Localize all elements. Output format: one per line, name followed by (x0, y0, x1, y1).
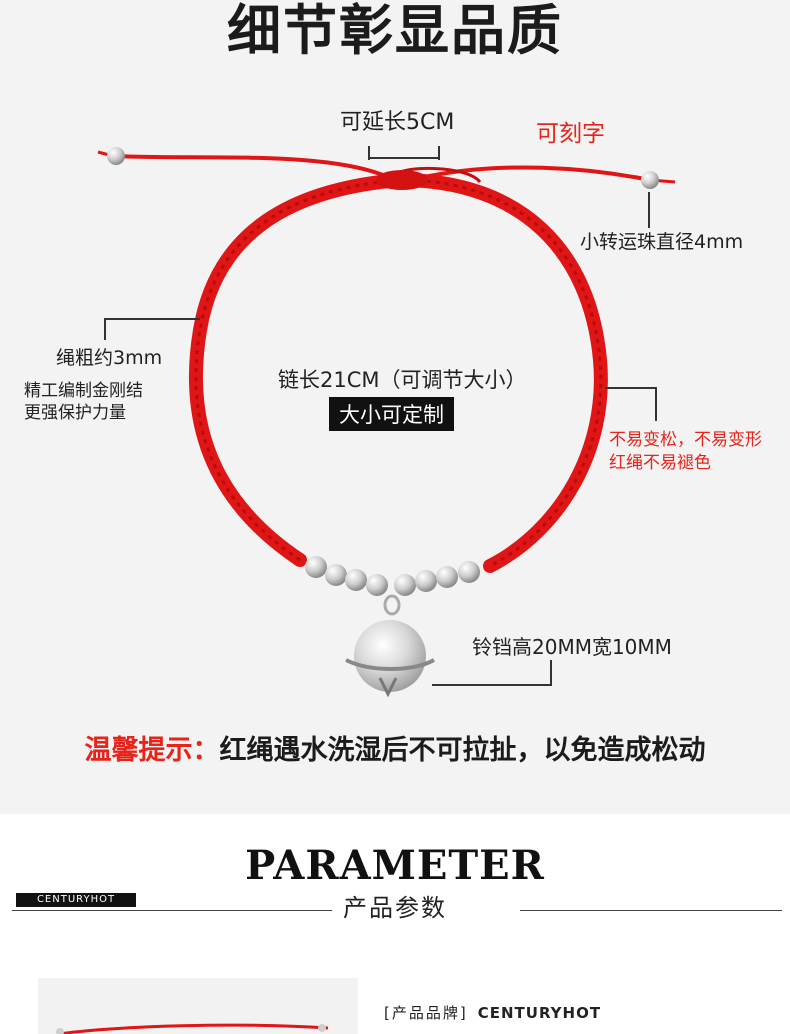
chain-length-label: 链长21CM（可调节大小） (278, 368, 527, 392)
extend-tick-left (368, 146, 370, 160)
extend-tick-right (438, 146, 440, 160)
rope-thickness-label: 绳粗约3mm (56, 347, 163, 369)
brand-tag: CENTURYHOT (16, 893, 136, 907)
bell-size-label: 铃铛高20MM宽10MM (472, 635, 672, 659)
rope-pointer-line (104, 318, 200, 320)
bracelet-thumbnail-icon (56, 1023, 329, 1034)
bead-pointer-line (648, 192, 650, 228)
parameter-title-en: PARAMETER (245, 842, 545, 889)
durability-pointer-tick (655, 387, 657, 421)
product-thumbnail (38, 978, 358, 1034)
bell-pointer-tick (550, 660, 552, 686)
parameter-title-cn: 产品参数 (343, 894, 447, 922)
durability-pointer-line (605, 387, 657, 389)
bead-size-label: 小转运珠直径4mm (580, 231, 744, 253)
brand-value: CENTURYHOT (477, 1004, 602, 1022)
custom-size-badge: 大小可定制 (329, 397, 454, 431)
engrave-label: 可刻字 (536, 121, 605, 147)
extend-measure-line (368, 157, 440, 159)
end-bead-icon (641, 171, 659, 189)
weave-description-line2: 更强保护力量 (24, 403, 126, 423)
page-title: 细节彰显品质 (227, 0, 563, 62)
brand-row: [产品品牌] CENTURYHOT (384, 1002, 601, 1023)
care-tip: 温馨提示：红绳遇水洗湿后不可拉扯，以免造成松动 (0, 728, 790, 767)
weave-description-line1: 精工编制金刚结 (24, 381, 143, 401)
rope-pointer-tick (104, 318, 106, 340)
detail-section: 细节彰显品质 (0, 0, 790, 814)
durability-line1: 不易变松，不易变形 (609, 430, 762, 450)
durability-line2: 红绳不易褪色 (609, 453, 711, 473)
brand-key: [产品品牌] (384, 1004, 468, 1022)
care-tip-prefix: 温馨提示： (84, 735, 220, 766)
end-bead-icon (107, 147, 125, 165)
bell-pointer-line (432, 684, 552, 686)
extend-length-label: 可延长5CM (340, 110, 455, 135)
silver-bell-icon (345, 594, 435, 698)
parameter-rule-right (520, 910, 782, 911)
silver-bead-icon (305, 556, 480, 596)
care-tip-text: 红绳遇水洗湿后不可拉扯，以免造成松动 (219, 735, 706, 766)
section-divider (0, 814, 790, 832)
parameter-rule-left (12, 910, 332, 911)
adjustable-strings (97, 147, 676, 190)
bracelet-illustration (97, 147, 676, 698)
